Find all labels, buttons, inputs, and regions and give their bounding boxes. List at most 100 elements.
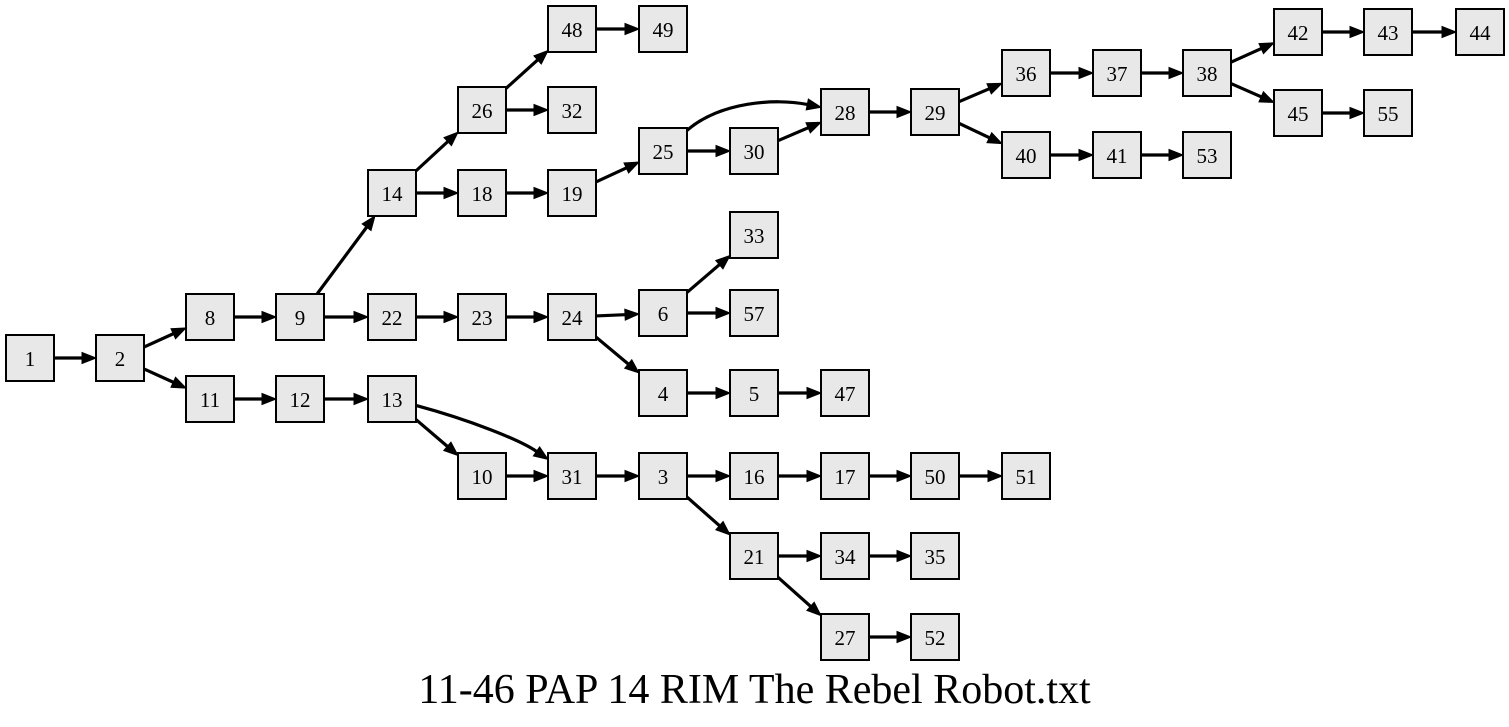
arrowhead xyxy=(805,98,823,111)
node-box xyxy=(820,613,870,661)
node-box xyxy=(547,5,597,53)
arrowhead xyxy=(353,310,370,324)
node-label: 16 xyxy=(744,465,765,489)
node-13: 13 xyxy=(367,375,417,423)
arrowhead xyxy=(1078,148,1095,162)
node-24: 24 xyxy=(547,293,597,341)
node-box xyxy=(1273,89,1323,137)
node-label: 29 xyxy=(925,101,946,125)
edge-50-51 xyxy=(959,469,1004,483)
edge-4-5 xyxy=(687,386,732,400)
edge-22-23 xyxy=(416,310,460,324)
edge-37-38 xyxy=(1141,66,1185,80)
edge-5-47 xyxy=(778,386,823,400)
node-box xyxy=(820,452,870,500)
edge-line xyxy=(504,58,539,90)
node-label: 57 xyxy=(744,302,765,326)
arrowhead xyxy=(261,310,278,324)
edge-line xyxy=(958,87,990,104)
node-50: 50 xyxy=(910,452,960,500)
edge-42-43 xyxy=(1322,25,1366,39)
node-36: 36 xyxy=(1001,49,1051,97)
node-box xyxy=(820,369,870,417)
node-18: 18 xyxy=(457,169,507,217)
edge-6-57 xyxy=(687,306,732,320)
node-53: 53 xyxy=(1182,131,1232,179)
node-27: 27 xyxy=(820,613,870,661)
edge-13-31 xyxy=(415,403,550,461)
node-label: 18 xyxy=(472,182,493,206)
node-label: 11 xyxy=(200,388,220,412)
arrowhead xyxy=(986,131,1004,145)
arrowhead xyxy=(986,82,1004,95)
edge-16-17 xyxy=(778,469,823,483)
node-label: 4 xyxy=(658,382,669,406)
edge-line xyxy=(595,166,627,184)
edge-line xyxy=(776,576,812,608)
node-55: 55 xyxy=(1363,89,1413,137)
edge-25-30 xyxy=(687,144,732,158)
node-51: 51 xyxy=(1001,452,1051,500)
node-box xyxy=(547,293,597,341)
arrowhead xyxy=(714,520,732,536)
node-23: 23 xyxy=(457,293,507,341)
arrowhead xyxy=(715,144,732,158)
node-label: 26 xyxy=(472,99,493,123)
node-52: 52 xyxy=(910,613,960,661)
node-5: 5 xyxy=(729,369,779,417)
node-label: 5 xyxy=(749,382,760,406)
node-label: 30 xyxy=(744,140,765,164)
node-label: 25 xyxy=(653,140,674,164)
node-box xyxy=(275,375,325,423)
edge-line xyxy=(143,367,174,384)
node-label: 52 xyxy=(925,626,946,650)
node-box xyxy=(1001,452,1051,500)
edge-line xyxy=(1230,82,1262,99)
edge-30-28 xyxy=(777,121,823,143)
arrowhead xyxy=(714,254,732,270)
arrowhead xyxy=(261,392,278,406)
edge-3-16 xyxy=(687,469,732,483)
edge-31-3 xyxy=(596,469,641,483)
edge-23-24 xyxy=(506,310,550,324)
edge-line xyxy=(685,495,721,527)
arrowhead xyxy=(353,392,370,406)
edge-8-9 xyxy=(234,310,278,324)
arrowhead xyxy=(533,469,550,483)
arrowhead xyxy=(624,308,641,321)
edge-24-4 xyxy=(594,335,641,374)
node-26: 26 xyxy=(457,86,507,134)
node-12: 12 xyxy=(275,375,325,423)
edge-25-28 xyxy=(685,98,823,132)
edge-19-25 xyxy=(595,161,641,184)
node-label: 35 xyxy=(925,545,946,569)
arrowhead xyxy=(533,310,550,324)
node-9: 9 xyxy=(275,293,325,341)
node-box xyxy=(367,375,417,423)
node-22: 22 xyxy=(367,293,417,341)
node-box xyxy=(367,169,417,217)
node-label: 38 xyxy=(1197,62,1218,86)
arrowhead xyxy=(806,386,823,400)
node-14: 14 xyxy=(367,169,417,217)
node-label: 34 xyxy=(835,545,857,569)
node-6: 6 xyxy=(638,289,688,337)
node-label: 47 xyxy=(835,382,856,406)
node-label: 43 xyxy=(1378,21,1399,45)
arrowhead xyxy=(1258,90,1276,104)
edge-18-19 xyxy=(506,186,550,200)
node-box xyxy=(185,293,235,341)
node-box xyxy=(638,289,688,337)
arrowhead xyxy=(443,186,460,200)
edge-38-45 xyxy=(1230,82,1276,104)
node-label: 2 xyxy=(115,347,126,371)
node-48: 48 xyxy=(547,5,597,53)
edge-line xyxy=(595,313,626,318)
edge-2-11 xyxy=(143,367,188,389)
edge-29-36 xyxy=(958,82,1004,104)
node-box xyxy=(910,452,960,500)
edge-17-50 xyxy=(869,469,913,483)
arrowhead xyxy=(1168,148,1185,162)
edge-line xyxy=(958,121,991,140)
arrowhead xyxy=(624,22,641,36)
